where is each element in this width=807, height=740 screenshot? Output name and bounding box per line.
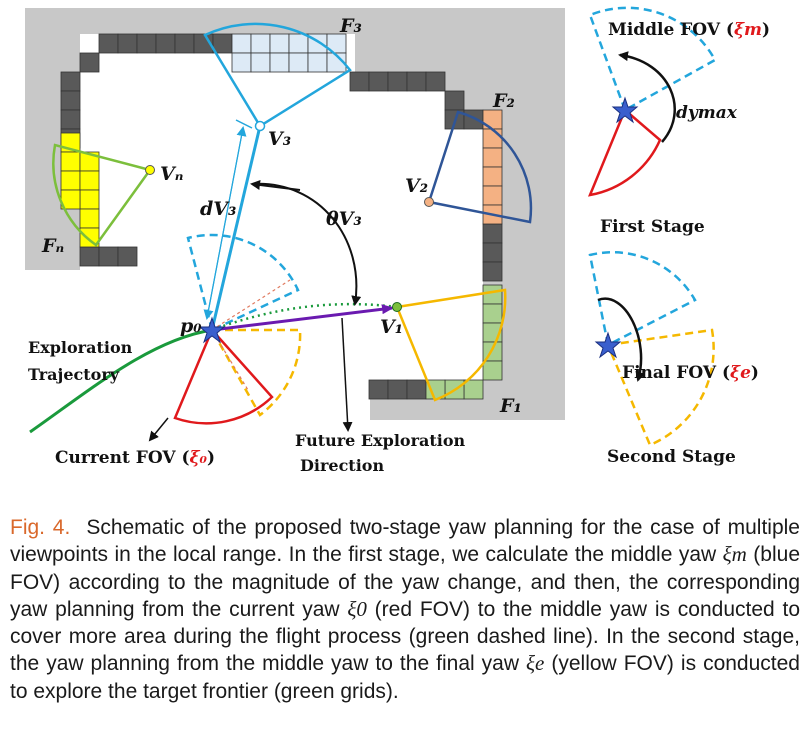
frontier-cell-orange [482, 147, 503, 168]
wall-cell [117, 246, 138, 267]
v1-fov [395, 288, 507, 402]
wall-cell [425, 71, 446, 92]
wall-cell [117, 33, 138, 54]
label-v3: V₃ [268, 128, 291, 150]
label-fn: Fₙ [41, 235, 64, 257]
wall-cell [98, 246, 119, 267]
frontier-cell-yellow [79, 189, 100, 210]
wall-cell [482, 223, 503, 244]
frontier-cell-blue [231, 33, 252, 54]
caption-text-3: (red FOV) to the middle yaw is conducted… [10, 597, 800, 676]
figure-diagram: F₃ F₂ F₁ Fₙ V₃ V₂ V₁ Vₙ p₀ dV₃ θV₃ Explo… [25, 6, 770, 475]
frontier-cell-blue [307, 52, 328, 73]
wall-cell [349, 71, 370, 92]
caption-xi-m: ξm [722, 542, 747, 567]
wall-cell [368, 379, 389, 400]
frontier-cell-orange [482, 128, 503, 149]
label-future-2: Direction [300, 456, 384, 475]
label-f3: F₃ [339, 15, 362, 37]
label-f2: F₂ [492, 90, 515, 112]
frontier-cell-yellow [79, 208, 100, 229]
frontier-cell-blue [250, 52, 271, 73]
frontier-cell-blue [326, 52, 347, 73]
frontier-cell-green [482, 360, 503, 381]
wall-cell [482, 261, 503, 282]
wall-cell [387, 71, 408, 92]
label-d-v3: dV₃ [200, 198, 236, 220]
label-f1: F₁ [499, 395, 522, 417]
label-final-fov: Final FOV (ξe) [622, 363, 759, 383]
figure-caption: Fig. 4.Schematic of the proposed two-sta… [10, 514, 800, 705]
caption-text-2: (blue FOV) according to the magnitude of… [10, 543, 801, 621]
wall-cell [79, 52, 100, 73]
label-exploration-2: Trajectory [28, 365, 120, 384]
frontier-cell-yellow [60, 170, 81, 191]
vn-fov [52, 143, 153, 247]
label-vn: Vₙ [160, 163, 183, 185]
middle-fov-dashed [186, 233, 300, 332]
frontier-cell-blue [269, 33, 290, 54]
caption-xi-0: ξ0 [347, 596, 367, 621]
frontier-cell-green [482, 303, 503, 324]
future-direction-line [211, 304, 394, 332]
wall-cell [79, 246, 100, 267]
current-position-star [198, 316, 226, 344]
exploration-trajectory [29, 302, 398, 434]
first-stage-panel [587, 6, 717, 197]
label-future-1: Future Exploration [295, 431, 466, 450]
label-theta-v3: θV₃ [326, 208, 362, 230]
wall-cell [368, 71, 389, 92]
frontier-cell-blue [231, 52, 252, 73]
wall-cell [406, 379, 427, 400]
occupied-grid-cells [60, 33, 503, 400]
final-fov-dashed [209, 328, 302, 417]
theta-arc [250, 180, 362, 306]
label-current-fov: Current FOV (ξ₀) [55, 448, 215, 468]
label-middle-fov: Middle FOV (ξm) [608, 20, 770, 40]
frontier-cell-orange [482, 109, 503, 130]
wall-cell [212, 33, 233, 54]
wall-cell [98, 33, 119, 54]
frontier-cell-blue [269, 52, 290, 73]
label-v1: V₁ [380, 316, 403, 338]
current-fov [173, 327, 274, 425]
wall-cell [174, 33, 195, 54]
second-stage-panel [588, 251, 715, 447]
label-first-stage: First Stage [600, 217, 705, 237]
label-p0: p₀ [180, 315, 202, 337]
caption-text-1: Schematic of the proposed two-stage yaw … [10, 516, 800, 567]
viewpoints [145, 120, 434, 312]
wall-cell [387, 379, 408, 400]
frontier-cell-orange [482, 185, 503, 206]
frontier-cell-orange [482, 166, 503, 187]
caption-xi-e: ξe [526, 651, 545, 676]
wall-cell [444, 90, 465, 111]
frontier-cell-green [463, 379, 484, 400]
v3-fov [203, 22, 352, 128]
wall-cell [406, 71, 427, 92]
wall-cell [482, 242, 503, 263]
label-exploration-1: Exploration [28, 338, 133, 357]
wall-cell [155, 33, 176, 54]
frontier-cell-yellow [60, 151, 81, 172]
caption-fig-label: Fig. 4. [10, 516, 71, 539]
frontier-cell-blue [288, 52, 309, 73]
label-v2: V₂ [405, 175, 428, 197]
frontier-cell-blue [250, 33, 271, 54]
v2-fov [427, 110, 533, 224]
path-to-v3 [203, 119, 262, 331]
wall-cell [136, 33, 157, 54]
frontier-grid-cells [60, 33, 503, 400]
label-second-stage: Second Stage [607, 447, 736, 467]
pointer-arrows [148, 317, 353, 442]
caption-text-4: (yellow FOV) is conducted to explore the… [10, 652, 800, 703]
wall-cell [60, 71, 81, 92]
wall-cell [60, 90, 81, 111]
frontier-cell-blue [288, 33, 309, 54]
label-dy-max: dymax [676, 103, 738, 123]
frontier-cell-green [482, 284, 503, 305]
frontier-cell-yellow [79, 170, 100, 191]
wall-cell [463, 109, 484, 130]
wall-cell [60, 109, 81, 130]
